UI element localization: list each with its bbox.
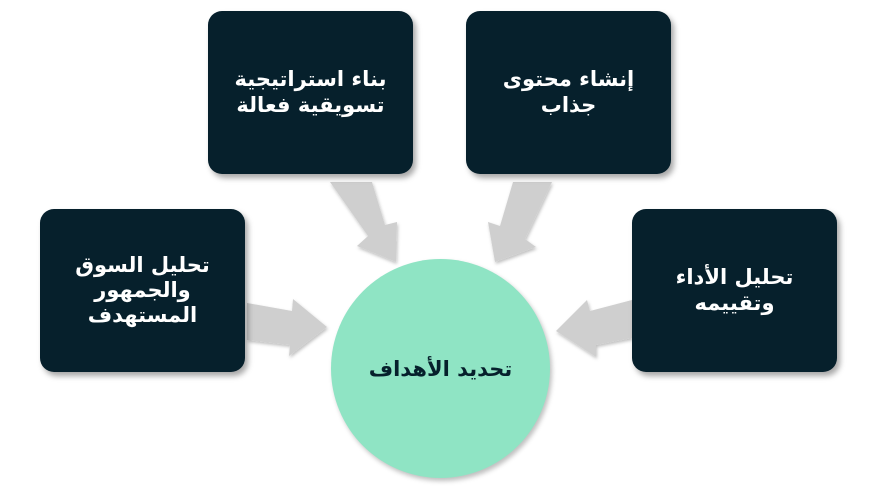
- center-goal-label: تحديد الأهداف: [368, 356, 513, 381]
- arrow-left: [247, 299, 327, 356]
- step-performance-analysis: تحليل الأداء وتقييمه: [632, 209, 837, 372]
- arrow-top-right: [488, 182, 552, 262]
- center-goal-node: تحديد الأهداف: [331, 259, 550, 478]
- step-content-creation: إنشاء محتوى جذاب: [466, 11, 671, 174]
- step-market-analysis: تحليل السوق والجمهور المستهدف: [40, 209, 245, 372]
- step-marketing-strategy: بناء استراتيجية تسويقية فعالة: [208, 11, 413, 174]
- arrow-right: [556, 300, 632, 357]
- arrow-top-left: [330, 182, 397, 262]
